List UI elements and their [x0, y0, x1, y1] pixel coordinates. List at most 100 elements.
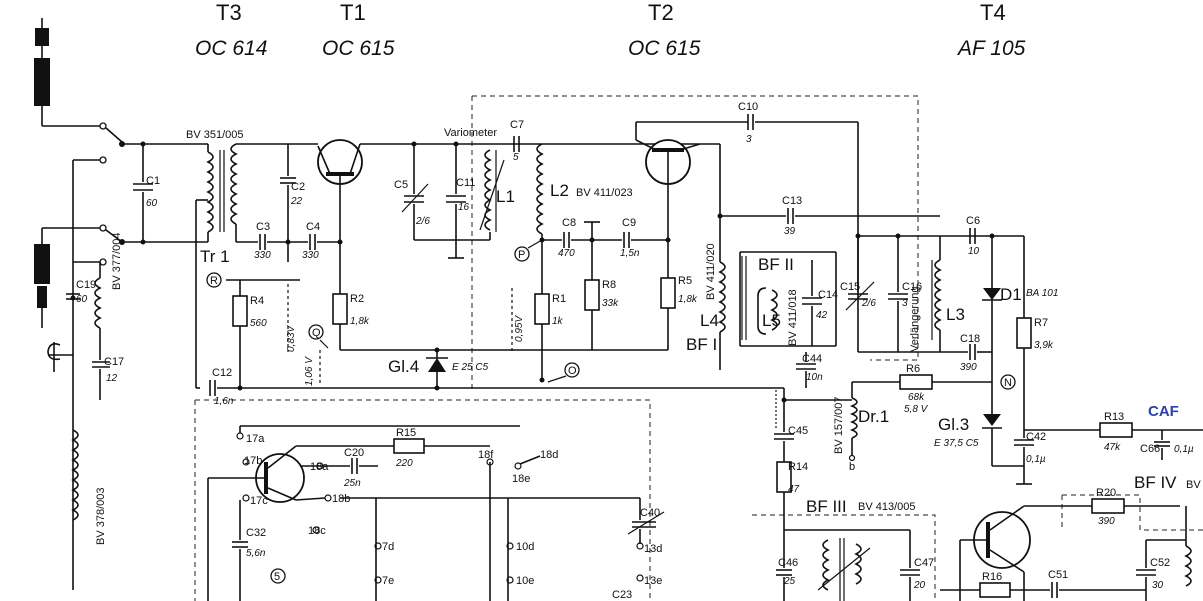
c44-value: 10n [806, 372, 823, 383]
test-point-5-label: 5 [274, 571, 280, 583]
c52-label: C52 [1150, 557, 1170, 569]
l5-label: L5 [762, 311, 781, 330]
pin-17a: 17a [246, 433, 265, 445]
dr1-label: Dr.1 [858, 407, 889, 426]
c16-label: C16 [902, 281, 922, 293]
l5-part: BV 411/018 [787, 289, 799, 346]
header-t3-type: OC 614 [195, 37, 267, 60]
test-point-q [308, 324, 324, 340]
test-point-5 [270, 568, 286, 584]
c3-value: 330 [254, 250, 271, 261]
c16-value: 3 [902, 298, 908, 309]
c17-value: 12 [106, 373, 118, 384]
c32-label: C32 [246, 527, 266, 539]
r20-value: 390 [1098, 516, 1115, 527]
r2-label: R2 [350, 293, 364, 305]
verlaengerung-label: Verlängerung [909, 287, 921, 352]
bfiii-label: BF III [806, 497, 847, 516]
pin-17b: 17b [244, 455, 262, 467]
r5-value: 1,8k [678, 294, 698, 305]
tr1-label: Tr 1 [200, 247, 230, 266]
r15-value: 220 [395, 458, 413, 469]
header-t1-id: T1 [340, 0, 366, 25]
c18-label: C18 [960, 333, 980, 345]
bfi-label: BF I [686, 335, 717, 354]
antenna-section: C1 60 BV 351/005 Tr 1 C19 60 BV 377/004 … [34, 18, 244, 590]
t2-stage: L2 BV 411/023 C10 3 C8 470 C9 1,5n [511, 101, 859, 383]
test-point-q-label: Q [312, 327, 321, 339]
c19-value: 60 [76, 294, 88, 305]
r13-value: 47k [1104, 442, 1121, 453]
c2-value: 22 [290, 196, 303, 207]
c47-value: 20 [913, 580, 926, 591]
pin-18f: 18f [478, 449, 494, 461]
c11-value: 16 [458, 202, 470, 213]
bfiv-label: BF IV [1134, 473, 1177, 492]
c42-value: 0,1µ [1026, 454, 1046, 465]
header-t2-id: T2 [648, 0, 674, 25]
caf-label: CAF [1148, 403, 1179, 420]
c17-label: C17 [104, 356, 124, 368]
c45-r14-section: C45 R14 47 [774, 388, 808, 520]
c46-value: 25 [783, 576, 796, 587]
test-point-p [514, 246, 530, 262]
l2-part: BV 411/023 [576, 187, 633, 199]
l3-label: L3 [946, 305, 965, 324]
voltage-083: 0,83V [286, 325, 297, 352]
header-t4-type: AF 105 [956, 37, 1026, 60]
c14-value: 42 [816, 310, 828, 321]
r8-value: 33k [602, 298, 619, 309]
gl4-label: Gl.4 [388, 357, 419, 376]
c51-label: C51 [1048, 569, 1068, 581]
c44-label: C44 [802, 353, 822, 365]
l1-label: L1 [496, 187, 515, 206]
r4-label: R4 [250, 295, 264, 307]
pin-18c: 18c [308, 525, 326, 537]
c6-value: 10 [968, 246, 980, 257]
pin-7e: 7e [382, 575, 394, 587]
r14-label: R14 [788, 461, 808, 473]
c45-label: C45 [788, 425, 808, 437]
c4-label: C4 [306, 221, 320, 233]
c66-label: C66 [1140, 443, 1160, 455]
dr1-section: R6 68k 5,8 V b Dr.1 BV 157/007 Gl.3 E 37… [784, 363, 1203, 485]
c9-label: C9 [622, 217, 636, 229]
c4-value: 330 [302, 250, 319, 261]
d1-type: BA 101 [1026, 288, 1058, 299]
bfii-label: BF II [758, 255, 794, 274]
c47-label: C47 [914, 557, 934, 569]
r1-value: 1k [552, 316, 564, 327]
test-point-n [1000, 374, 1016, 390]
pin-18b: 18b [332, 493, 350, 505]
test-point-p-label: P [518, 249, 525, 261]
bv378-label: BV 378/003 [95, 488, 107, 546]
r8-label: R8 [602, 279, 616, 291]
c40-label: C40 [640, 507, 660, 519]
lower-af-section: 17a 17b 17c R15 220 18f 18e 18d C20 25n … [207, 425, 665, 601]
pin-10e: 10e [516, 575, 534, 587]
bfiii-section: BF III BV 413/005 C46 25 C47 20 [776, 497, 934, 601]
test-point-r [206, 272, 222, 288]
r1-label: R1 [552, 293, 566, 305]
c13-value: 39 [784, 226, 796, 237]
r6-value: 68k [908, 392, 925, 403]
c5-label: C5 [394, 179, 408, 191]
pin-10d: 10d [516, 541, 534, 553]
r15-label: R15 [396, 427, 416, 439]
pin-7d: 7d [382, 541, 394, 553]
r5-label: R5 [678, 275, 692, 287]
c9-value: 1,5n [620, 248, 640, 259]
l4-label: L4 [700, 311, 719, 330]
gl4-section: Gl.4 E 25 C5 1,06 V C12 1,6n [196, 347, 784, 407]
pin-13e: 13e [644, 575, 662, 587]
test-point-n-label: N [1004, 377, 1012, 389]
pin-18a: 18a [310, 461, 329, 473]
c7-value: 5 [513, 152, 519, 163]
c12-label: C12 [212, 367, 232, 379]
t3-stage: C2 22 C3 330 C4 330 R4 560 R 0,83V [206, 139, 720, 388]
c15-value: 2/6 [861, 298, 876, 309]
bv377-label: BV 377/004 [111, 233, 123, 291]
bf-section: C13 39 L4 BV 411/020 BF I BF II L5 BV 41… [686, 144, 1058, 430]
test-point-o [564, 362, 580, 378]
